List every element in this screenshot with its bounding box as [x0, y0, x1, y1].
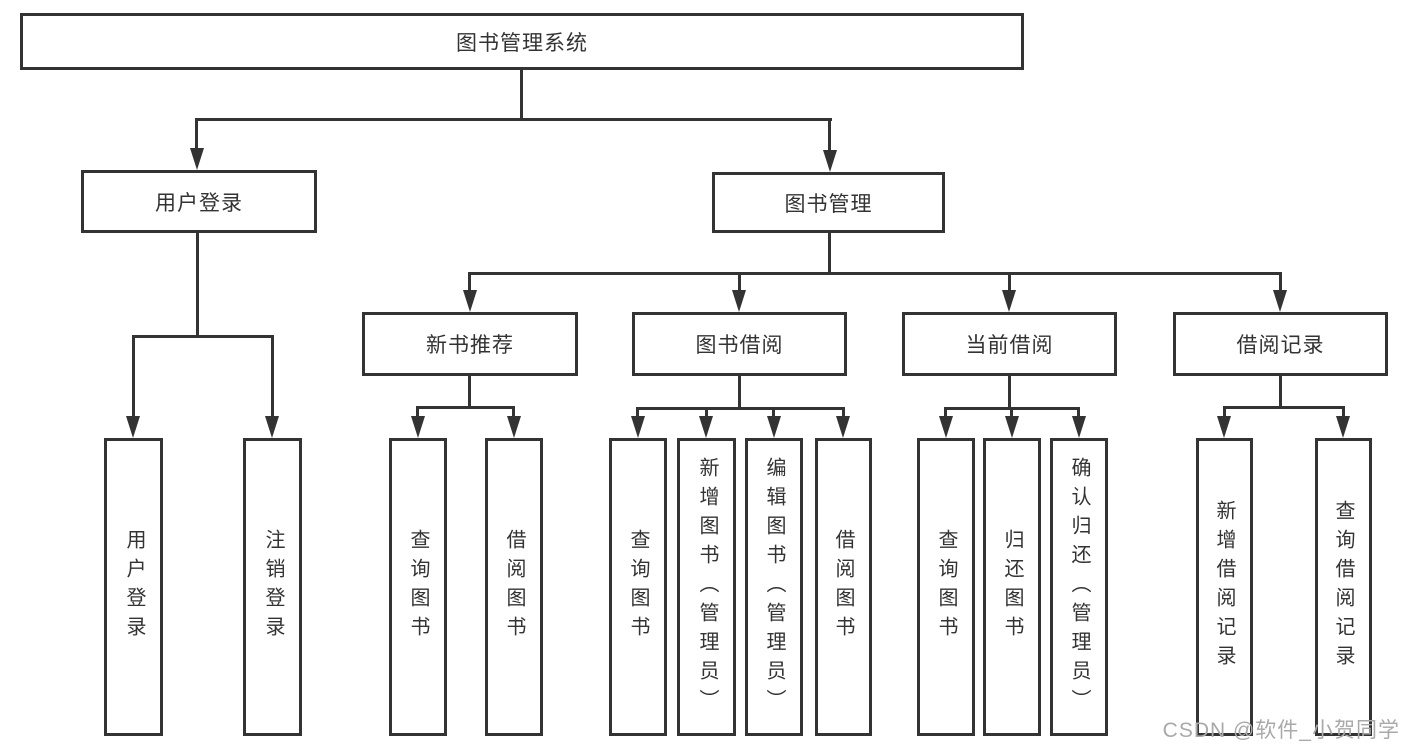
connector-arrowhead — [463, 290, 477, 312]
connector-line — [842, 407, 845, 417]
connector-line — [1010, 407, 1013, 417]
connector-line — [416, 406, 419, 418]
leaf-add-borrow-record: 新增借阅记录 — [1196, 438, 1253, 736]
connector-line — [195, 118, 198, 150]
leaf-query-books-recommend: 查询图书 — [389, 438, 447, 736]
connector-arrowhead — [1273, 290, 1287, 312]
connector-arrowhead — [836, 416, 850, 438]
connector-line — [132, 335, 274, 338]
connector-arrowhead — [1336, 416, 1350, 438]
connector-arrowhead — [126, 416, 140, 438]
connector-line — [132, 335, 135, 418]
connector-line — [772, 407, 775, 417]
connector-line — [828, 233, 831, 275]
node-book-management: 图书管理 — [712, 172, 945, 233]
connector-line — [520, 70, 523, 118]
connector-line — [705, 407, 708, 417]
connector-arrowhead — [823, 150, 837, 172]
connector-line — [1223, 406, 1226, 418]
leaf-query-borrow-record: 查询借阅记录 — [1315, 438, 1372, 736]
connector-arrowhead — [190, 148, 204, 170]
connector-arrowhead — [699, 416, 713, 438]
connector-arrowhead — [939, 416, 953, 438]
leaf-logout: 注销登录 — [243, 438, 302, 736]
connector-line — [416, 406, 515, 409]
leaf-borrow-books: 借阅图书 — [815, 438, 872, 736]
connector-line — [271, 335, 274, 418]
node-user-login: 用户登录 — [81, 170, 317, 233]
node-current-borrow: 当前借阅 — [902, 312, 1117, 376]
leaf-query-books-current: 查询图书 — [917, 438, 975, 736]
connector-arrowhead — [1005, 416, 1019, 438]
connector-line — [636, 407, 845, 410]
connector-arrowhead — [265, 416, 279, 438]
connector-line — [636, 407, 639, 417]
node-root: 图书管理系统 — [20, 13, 1024, 70]
leaf-borrow-books-recommend: 借阅图书 — [485, 438, 543, 736]
connector-line — [1008, 376, 1011, 407]
connector-arrowhead — [507, 416, 521, 438]
connector-line — [468, 376, 471, 406]
node-book-borrow: 图书借阅 — [632, 312, 847, 376]
watermark: CSDN @软件_小贺同学 — [1162, 719, 1400, 742]
connector-arrowhead — [732, 290, 746, 312]
connector-line — [1223, 406, 1345, 409]
connector-line — [1077, 407, 1080, 417]
connector-line — [512, 406, 515, 418]
connector-arrowhead — [411, 416, 425, 438]
connector-line — [738, 376, 741, 407]
connector-line — [738, 272, 741, 292]
leaf-add-book-admin: 新增图书（管理员） — [677, 438, 736, 736]
connector-line — [196, 233, 199, 335]
connector-arrowhead — [1072, 416, 1086, 438]
connector-line — [1342, 406, 1345, 418]
leaf-return-book: 归还图书 — [983, 438, 1041, 736]
leaf-edit-book-admin: 编辑图书（管理员） — [745, 438, 803, 736]
connector-line — [1279, 272, 1282, 292]
connector-arrowhead — [1002, 290, 1016, 312]
connector-line — [468, 272, 471, 292]
leaf-query-books-borrow: 查询图书 — [609, 438, 667, 736]
connector-line — [468, 272, 1282, 275]
connector-line — [828, 118, 831, 152]
connector-line — [1008, 272, 1011, 292]
leaf-user-login: 用户登录 — [104, 438, 163, 736]
connector-line — [1279, 376, 1282, 406]
leaf-confirm-return-admin: 确认归还（管理员） — [1050, 438, 1108, 736]
connector-arrowhead — [1217, 416, 1231, 438]
node-new-book-recommend: 新书推荐 — [362, 312, 578, 376]
connector-arrowhead — [767, 416, 781, 438]
connector-line — [944, 407, 947, 417]
connector-arrowhead — [631, 416, 645, 438]
connector-line — [197, 118, 832, 121]
node-borrow-record: 借阅记录 — [1173, 312, 1388, 376]
